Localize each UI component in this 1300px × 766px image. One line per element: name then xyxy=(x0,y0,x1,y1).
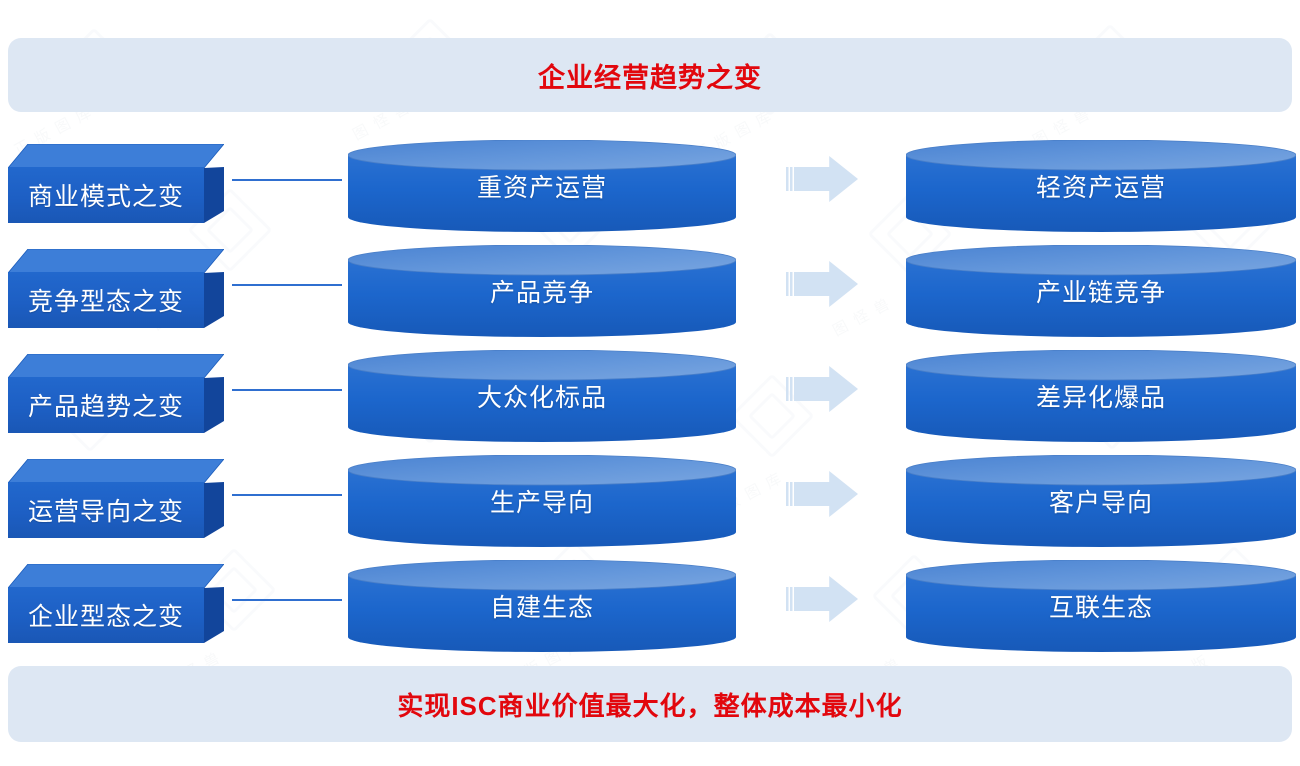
cuboid-side-face xyxy=(204,167,224,223)
arrow-right-icon xyxy=(786,469,858,519)
arrow-right-icon xyxy=(786,259,858,309)
connector-line xyxy=(232,284,342,286)
arrow-right-icon xyxy=(786,364,858,414)
category-box-2[interactable]: 竞争型态之变 xyxy=(8,249,224,329)
cuboid-front-face: 商业模式之变 xyxy=(8,167,204,223)
cuboid-front-face: 产品趋势之变 xyxy=(8,377,204,433)
arrow-right-icon xyxy=(786,574,858,624)
cuboid-side-face xyxy=(204,272,224,328)
from-cylinder-label: 自建生态 xyxy=(489,594,594,622)
cuboid-top-face xyxy=(8,459,224,484)
diagram-row: 运营导向之变 生产导向 客户导向 xyxy=(0,443,1300,547)
from-cylinder-1[interactable]: 重资产运营 xyxy=(347,139,737,232)
to-cylinder-label: 差异化爆品 xyxy=(1035,384,1166,412)
cuboid-top-face xyxy=(8,354,224,379)
from-cylinder-label: 大众化标品 xyxy=(476,384,607,412)
from-cylinder-3[interactable]: 大众化标品 xyxy=(347,349,737,442)
to-cylinder-3[interactable]: 差异化爆品 xyxy=(905,349,1297,442)
category-box-4[interactable]: 运营导向之变 xyxy=(8,459,224,539)
connector-line xyxy=(232,389,342,391)
page-title: 企业经营趋势之变 xyxy=(538,62,762,93)
to-cylinder-1[interactable]: 轻资产运营 xyxy=(905,139,1297,232)
from-cylinder-label: 生产导向 xyxy=(489,489,594,517)
to-cylinder-label: 轻资产运营 xyxy=(1035,174,1166,202)
to-cylinder-4[interactable]: 客户导向 xyxy=(905,454,1297,547)
arrow-right-icon xyxy=(786,154,858,204)
category-label: 运营导向之变 xyxy=(27,498,184,526)
connector-line xyxy=(232,494,342,496)
category-label: 竞争型态之变 xyxy=(27,288,184,316)
to-cylinder-label: 产业链竞争 xyxy=(1035,279,1166,307)
category-box-1[interactable]: 商业模式之变 xyxy=(8,144,224,224)
to-cylinder-2[interactable]: 产业链竞争 xyxy=(905,244,1297,337)
cuboid-side-face xyxy=(204,377,224,433)
category-label: 商业模式之变 xyxy=(27,183,184,211)
connector-line xyxy=(232,179,342,181)
to-cylinder-label: 互联生态 xyxy=(1048,594,1153,622)
diagram-row: 商业模式之变 重资产运营 轻资产运营 xyxy=(0,128,1300,232)
cuboid-top-face xyxy=(8,564,224,589)
cuboid-top-face xyxy=(8,144,224,169)
diagram-row: 产品趋势之变 大众化标品 差异化爆品 xyxy=(0,338,1300,442)
category-box-3[interactable]: 产品趋势之变 xyxy=(8,354,224,434)
category-box-5[interactable]: 企业型态之变 xyxy=(8,564,224,644)
diagram-row: 企业型态之变 自建生态 互联生态 xyxy=(0,548,1300,652)
cuboid-front-face: 竞争型态之变 xyxy=(8,272,204,328)
from-cylinder-2[interactable]: 产品竞争 xyxy=(347,244,737,337)
category-label: 产品趋势之变 xyxy=(27,393,184,421)
connector-line xyxy=(232,599,342,601)
from-cylinder-5[interactable]: 自建生态 xyxy=(347,559,737,652)
header-banner: 企业经营趋势之变 xyxy=(8,38,1292,112)
from-cylinder-label: 产品竞争 xyxy=(489,279,594,307)
to-cylinder-5[interactable]: 互联生态 xyxy=(905,559,1297,652)
cuboid-top-face xyxy=(8,249,224,274)
footer-title: 实现ISC商业价值最大化，整体成本最小化 xyxy=(397,690,903,721)
from-cylinder-4[interactable]: 生产导向 xyxy=(347,454,737,547)
cuboid-side-face xyxy=(204,587,224,643)
footer-banner: 实现ISC商业价值最大化，整体成本最小化 xyxy=(8,666,1292,742)
cuboid-front-face: 企业型态之变 xyxy=(8,587,204,643)
from-cylinder-label: 重资产运营 xyxy=(476,174,607,202)
cuboid-side-face xyxy=(204,482,224,538)
to-cylinder-label: 客户导向 xyxy=(1048,489,1153,517)
diagram-row: 竞争型态之变 产品竞争 产业链竞争 xyxy=(0,233,1300,337)
cuboid-front-face: 运营导向之变 xyxy=(8,482,204,538)
category-label: 企业型态之变 xyxy=(27,603,184,631)
